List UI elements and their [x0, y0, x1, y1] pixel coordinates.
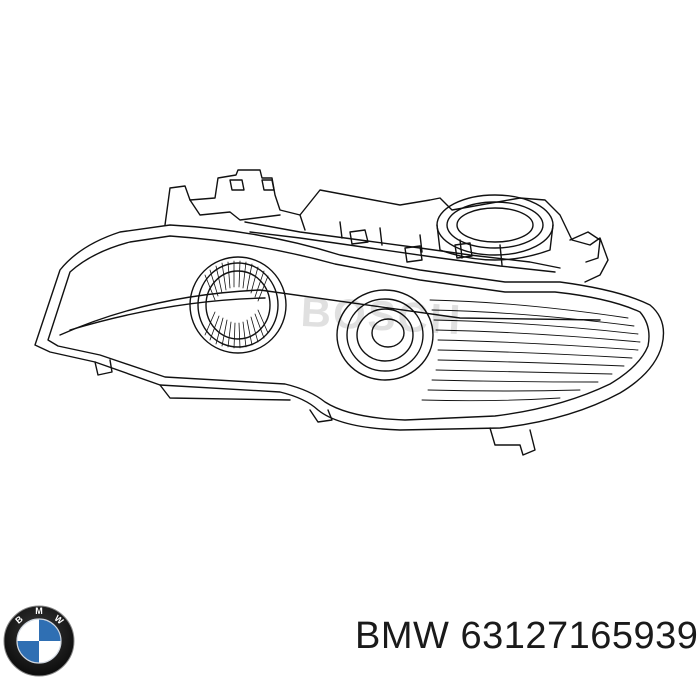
brand-name: BMW [355, 615, 450, 657]
svg-text:B: B [13, 613, 25, 625]
low-beam-reflector [189, 256, 287, 354]
housing-inner-outline [47, 235, 650, 421]
svg-text:M: M [35, 606, 43, 616]
headlight-line-drawing: BOSCH [34, 169, 665, 456]
top-bracket [164, 169, 609, 283]
bottom-tab-right [489, 427, 536, 456]
housing-outline [34, 224, 665, 431]
part-number: 63127165939 [460, 615, 699, 657]
part-caption: BMW 63127165939 [355, 615, 699, 658]
watermark-text: BOSCH [300, 288, 464, 343]
projector-lens [336, 289, 434, 381]
bmw-logo-icon: B M W [3, 605, 75, 677]
